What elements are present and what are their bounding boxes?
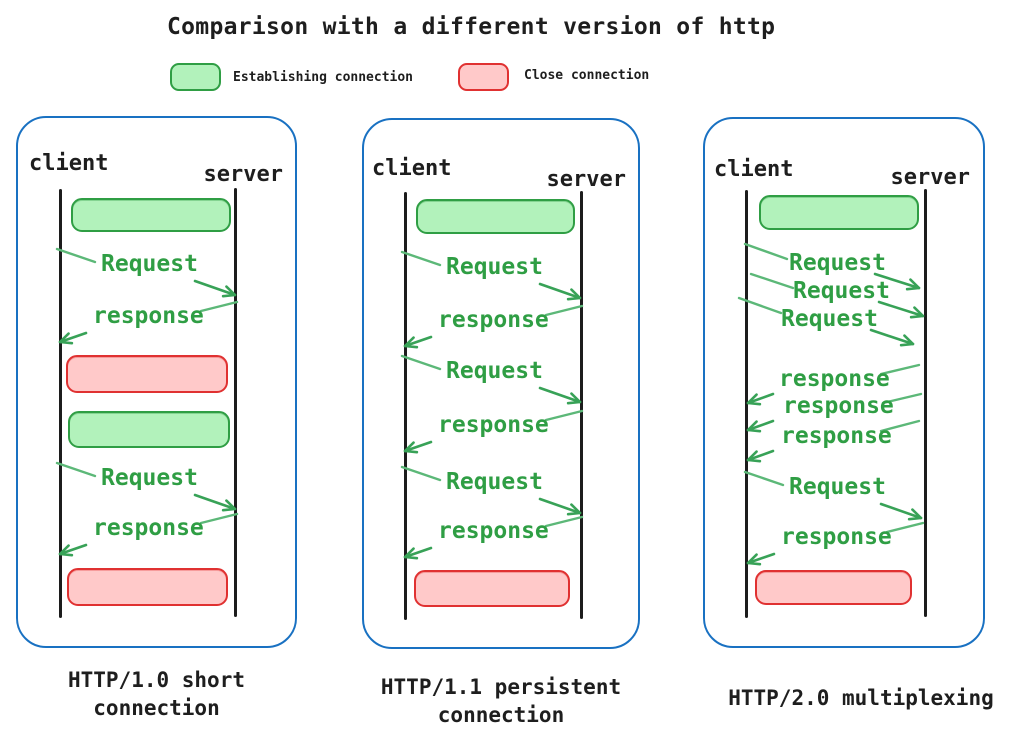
client-label: client (714, 157, 794, 182)
response-label: response (781, 524, 892, 550)
close-legend-label: Close connection (524, 68, 650, 83)
response-arrow-icon (746, 419, 921, 463)
request-arrow: Request (743, 238, 925, 294)
establish-connection-box (416, 199, 575, 234)
caption-line: connection (93, 696, 220, 720)
close-connection-box (66, 355, 228, 393)
request-label: Request (101, 251, 198, 277)
request-label: Request (101, 465, 198, 491)
server-label: server (890, 165, 970, 190)
response-arrow-icon (403, 304, 584, 349)
server-lifeline (580, 191, 583, 619)
request-arrow: Request (400, 346, 584, 406)
response-arrow: response (400, 404, 584, 456)
response-arrow: response (743, 419, 925, 463)
response-arrow: response (743, 391, 925, 435)
panel-http10-short: client server Request response (16, 116, 297, 648)
panel-http11-persistent: client server Request response (362, 118, 640, 649)
response-arrow-icon (403, 409, 584, 454)
response-arrow: response (55, 507, 239, 559)
establish-connection-box (759, 195, 919, 230)
establish-legend-label: Establishing connection (233, 70, 414, 85)
request-label: Request (789, 250, 886, 276)
request-arrow: Request (55, 453, 239, 513)
client-label: client (29, 151, 109, 176)
response-label: response (779, 366, 890, 392)
client-label: client (372, 156, 452, 181)
response-label: response (438, 307, 549, 333)
response-label: response (93, 515, 204, 541)
response-arrow: response (55, 295, 239, 347)
establish-connection-box (71, 198, 231, 232)
client-lifeline (404, 192, 407, 620)
request-arrow: Request (743, 266, 925, 322)
caption-http20: HTTP/2.0 multiplexing (720, 684, 1002, 712)
caption-line: HTTP/2.0 multiplexing (728, 686, 994, 710)
request-arrow-icon (743, 242, 921, 291)
response-label: response (438, 412, 549, 438)
server-lifeline (924, 189, 927, 617)
request-arrow-icon (743, 470, 923, 521)
response-label: response (93, 303, 204, 329)
close-legend-swatch (458, 63, 509, 91)
establish-legend-swatch (170, 63, 221, 91)
response-arrow: response (400, 299, 584, 351)
response-arrow-icon (58, 300, 239, 345)
response-arrow-icon (403, 515, 584, 560)
response-arrow-icon (746, 392, 923, 433)
response-label: response (438, 518, 549, 544)
close-connection-box (67, 568, 228, 606)
close-connection-box (414, 570, 570, 607)
request-arrow-icon (400, 465, 582, 516)
request-label: Request (781, 306, 878, 332)
request-arrow-icon (55, 247, 237, 298)
caption-http11: HTTP/1.1 persistent connection (362, 673, 640, 729)
client-lifeline (59, 189, 62, 618)
request-arrow-icon (737, 296, 915, 347)
request-arrow-icon (749, 272, 925, 319)
caption-line: HTTP/1.0 short (67, 668, 245, 692)
response-arrow-icon (58, 512, 239, 557)
response-label: response (781, 423, 892, 449)
response-arrow-icon (746, 363, 921, 406)
request-arrow: Request (737, 294, 925, 350)
request-label: Request (446, 254, 543, 280)
close-connection-box (755, 570, 912, 605)
caption-line: HTTP/1.1 persistent (380, 675, 622, 699)
server-lifeline (234, 188, 237, 617)
server-label: server (546, 167, 626, 192)
request-label: Request (793, 278, 890, 304)
page-title: Comparison with a different version of h… (167, 14, 776, 40)
response-label: response (783, 393, 894, 419)
response-arrow-icon (746, 521, 925, 566)
request-arrow: Request (55, 239, 239, 299)
caption-http10: HTTP/1.0 short connection (16, 666, 297, 722)
request-label: Request (446, 469, 543, 495)
response-arrow: response (743, 363, 925, 408)
request-arrow: Request (400, 457, 584, 517)
request-arrow: Request (743, 462, 925, 522)
request-label: Request (446, 358, 543, 384)
establish-connection-box (68, 411, 230, 448)
server-label: server (203, 162, 283, 187)
panel-http20-multiplexing: client server Request Request (703, 117, 985, 648)
request-arrow: Request (400, 242, 584, 302)
request-label: Request (789, 474, 886, 500)
response-arrow: response (743, 516, 925, 568)
caption-line: connection (437, 703, 565, 727)
response-arrow: response (400, 510, 584, 562)
request-arrow-icon (55, 461, 237, 512)
request-arrow-icon (400, 354, 582, 405)
request-arrow-icon (400, 250, 582, 301)
client-lifeline (745, 190, 748, 618)
